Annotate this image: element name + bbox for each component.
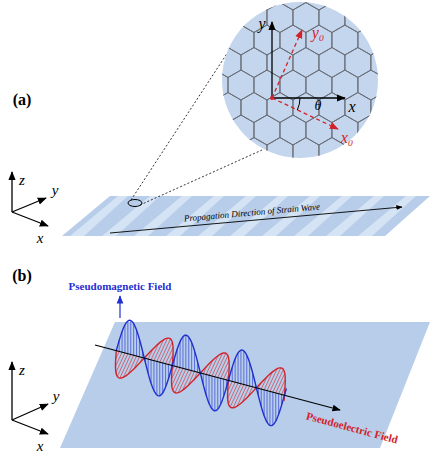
axis-label: z [19,173,25,188]
field-label: Pseudomagnetic Field [69,281,172,292]
lattice-axes [270,22,345,129]
axis-label: x [37,439,44,454]
panel-label: (b) [12,268,32,284]
field-waves [95,320,340,425]
graphene-sheet-b [60,322,430,448]
zoom-circle [222,2,378,158]
axis-label: x [37,231,44,246]
honeycomb-lattice [176,0,436,258]
axis-label: z [19,363,25,378]
strain-stripes [70,196,436,236]
axis-label: y₀ [312,25,325,41]
angle-label: θ [315,99,322,113]
zoom-spot [128,200,142,207]
axis-label: x [348,99,355,115]
axis-label: y [53,389,60,404]
field-arrow [119,296,120,318]
axes-a [12,172,48,226]
axes-b [12,362,48,434]
graphene-sheet [62,196,430,236]
panel-label: (a) [13,92,32,108]
axis-label: x₀ [341,130,354,146]
axis-label: y [258,16,265,32]
axis-label: y [52,183,59,198]
